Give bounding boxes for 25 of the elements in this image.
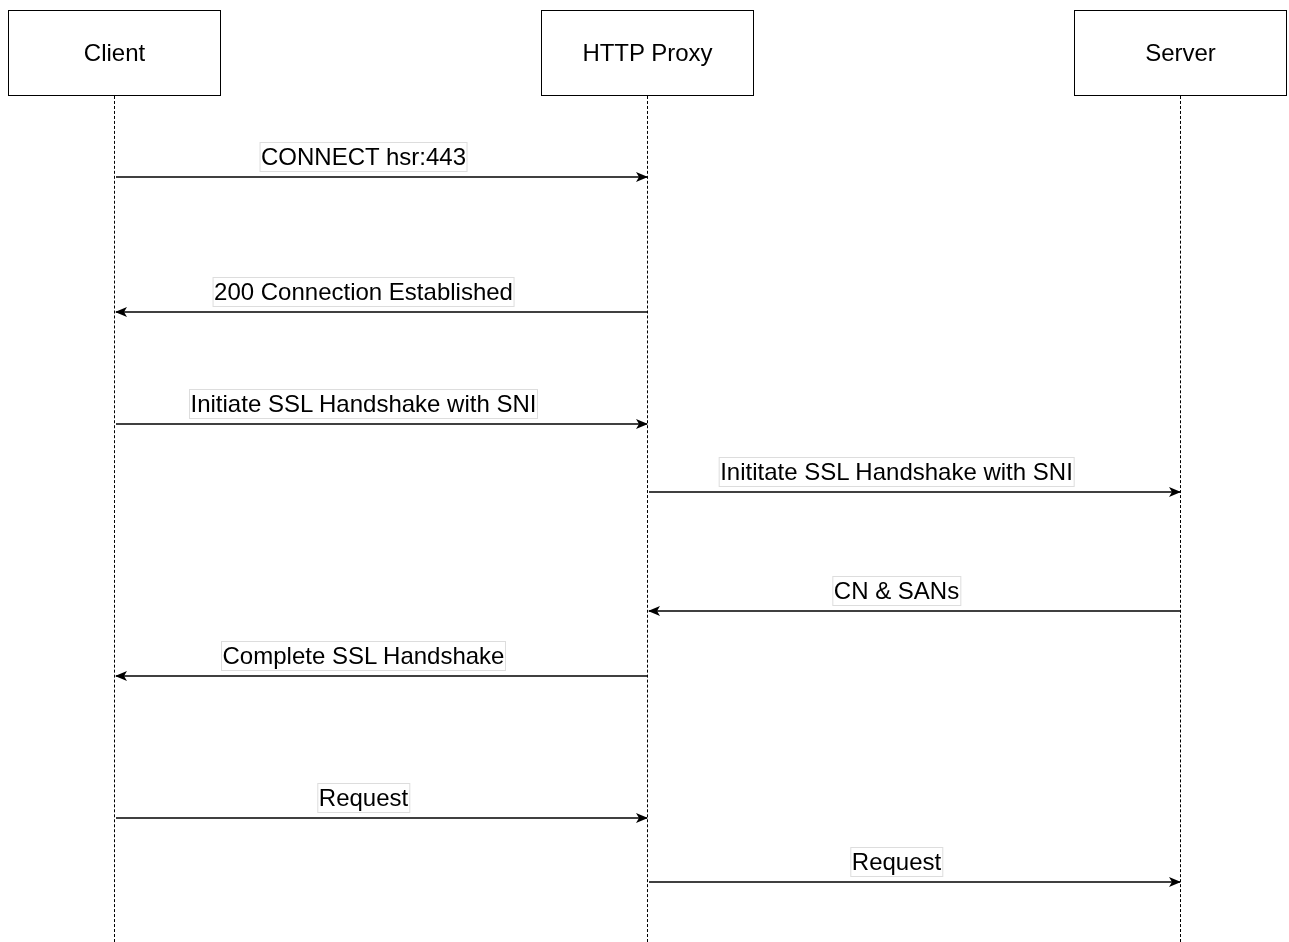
edge-label: CONNECT hsr:443: [259, 142, 468, 172]
edge-label: 200 Connection Established: [212, 277, 515, 307]
message-arrow: [115, 419, 648, 429]
participant-label: Server: [1145, 39, 1216, 67]
edge-label: Request: [849, 847, 944, 877]
edge-label: Inititate SSL Handshake with SNI: [718, 457, 1075, 487]
participant-box: [541, 10, 754, 96]
message-arrow: [648, 487, 1181, 497]
message-arrow: [648, 606, 1181, 616]
edge-label: CN & SANs: [831, 576, 962, 606]
lifeline: [647, 96, 649, 942]
message-arrow: [648, 877, 1181, 887]
participant-label: HTTP Proxy: [582, 39, 713, 67]
participant-label: Client: [83, 39, 146, 67]
lifeline: [114, 96, 116, 942]
message-arrow: [115, 813, 648, 823]
message-arrow: [115, 671, 648, 681]
message-arrow: [115, 172, 648, 182]
participant-box: [1074, 10, 1287, 96]
message-arrow: [115, 307, 648, 317]
participant-box: [8, 10, 221, 96]
edge-label: Initiate SSL Handshake with SNI: [188, 389, 539, 419]
edge-label: Request: [316, 783, 411, 813]
lifeline: [1180, 96, 1182, 942]
edge-label: Complete SSL Handshake: [220, 641, 507, 671]
